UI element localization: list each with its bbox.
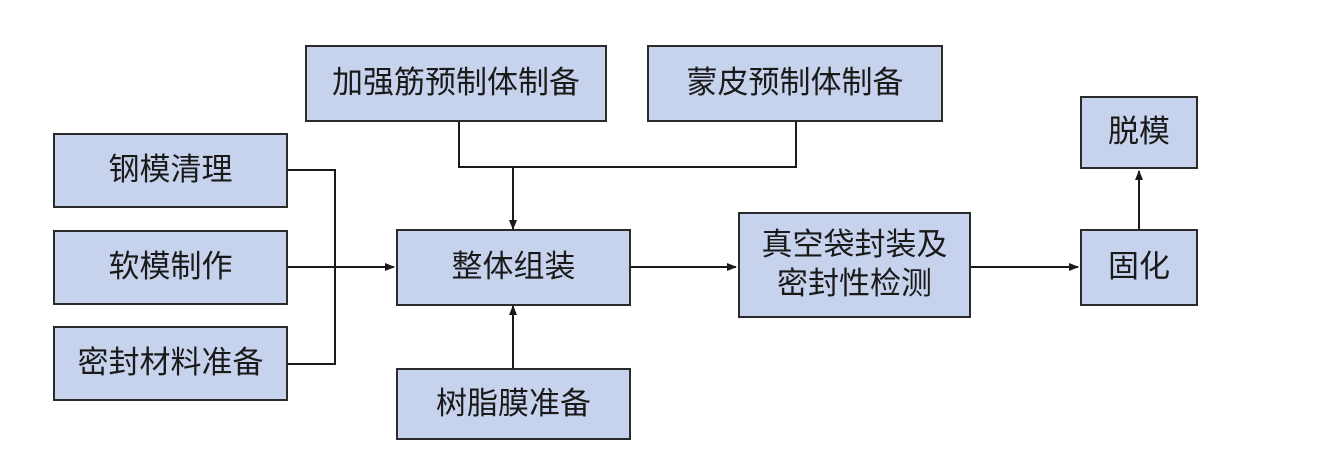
node-demold: 脱模 (1080, 96, 1198, 169)
node-assembly: 整体组装 (396, 229, 631, 306)
node-rib-preform-label: 加强筋预制体制备 (332, 65, 580, 102)
node-skin-preform-label: 蒙皮预制体制备 (686, 65, 904, 102)
node-skin-preform: 蒙皮预制体制备 (647, 45, 943, 122)
node-soft-mold-make-label: 软模制作 (108, 249, 233, 286)
node-rib-preform: 加强筋预制体制备 (305, 45, 607, 122)
node-steel-mold-clean: 钢模清理 (53, 133, 288, 208)
node-seal-material-prep: 密封材料准备 (53, 326, 288, 401)
node-steel-mold-clean-label: 钢模清理 (108, 152, 233, 189)
connector-rib-preform (458, 122, 797, 168)
node-resin-film-prep: 树脂膜准备 (396, 368, 631, 440)
node-soft-mold-make: 软模制作 (53, 230, 288, 305)
node-demold-label: 脱模 (1108, 114, 1170, 151)
node-resin-film-prep-label: 树脂膜准备 (436, 385, 591, 422)
node-seal-material-prep-label: 密封材料准备 (77, 345, 264, 382)
node-cure: 固化 (1080, 229, 1198, 306)
node-vacuum-bag-label-line1: 真空袋封装及 (761, 227, 948, 264)
node-assembly-label: 整体组装 (451, 249, 576, 286)
node-cure-label: 固化 (1108, 249, 1170, 286)
connector-steel-mold (288, 169, 336, 267)
node-vacuum-bag: 真空袋封装及 密封性检测 (738, 212, 971, 318)
node-vacuum-bag-label-line2: 密封性检测 (777, 266, 932, 302)
connector-seal-material (288, 267, 336, 365)
